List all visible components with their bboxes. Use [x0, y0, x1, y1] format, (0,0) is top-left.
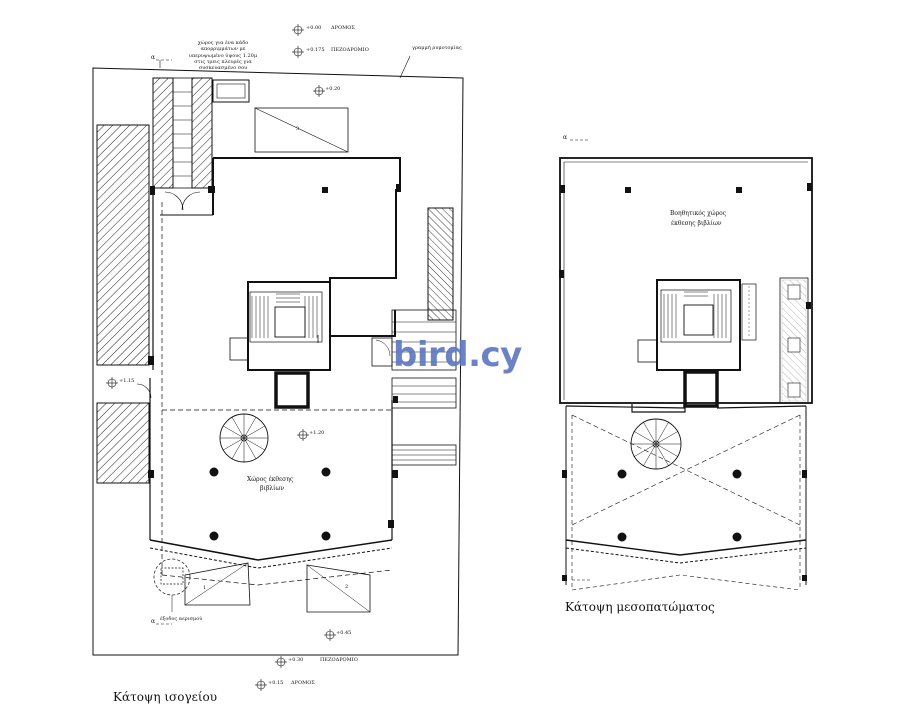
parking-2-label: 2 — [345, 584, 349, 590]
road-label-bottom: ΔΡΟΜΟΣ — [291, 680, 315, 686]
mezzanine-columns — [559, 183, 812, 581]
mezzanine-room-label-1: Βοηθητικός χώρος — [670, 210, 727, 217]
ground-columns — [148, 184, 401, 541]
ventilation-exit-label: έξοδος αερισμού — [160, 616, 203, 622]
hall-label-2: βιβλίων — [260, 485, 284, 492]
sidewalk-label-top: ΠΕΖΟΔΡΟΜΙΟ — [331, 47, 369, 53]
level-markers — [106, 24, 336, 691]
planting-strip-left — [96, 124, 150, 366]
hall-label-1: Χώρος έκθεσης — [247, 476, 294, 483]
ground-floor-plan — [92, 55, 464, 656]
axis-mark-bottom: α — [151, 618, 156, 625]
sidewalk-level-bottom: +0.30 — [288, 657, 304, 663]
road-level-bottom: +0.15 — [268, 680, 284, 686]
parking-1-label: 1 — [203, 585, 207, 591]
level-front: +0.45 — [336, 630, 352, 636]
level-hall: +1.20 — [309, 430, 325, 436]
mezzanine-axis-mark-bottom: α — [563, 574, 568, 581]
building-line-label: γραμμή ρυμοτομίας — [412, 45, 462, 51]
mezzanine-plan — [559, 139, 813, 591]
mezzanine-spiral-staircase — [630, 418, 682, 470]
planting-strip-right — [427, 207, 454, 321]
planting-strip-left-lower — [96, 402, 150, 484]
lift-shaft — [274, 371, 310, 409]
hall-front-glazing — [149, 539, 393, 561]
road-level-top: +0.00 — [306, 25, 322, 31]
level-entrance: +0.20 — [325, 86, 341, 92]
watermark-logo: bird.cy — [393, 335, 522, 375]
parking-3-label: 3 — [296, 126, 300, 132]
road-label-top: ΔΡΟΜΟΣ — [331, 25, 355, 31]
mezzanine-axis-mark-top: α — [563, 134, 568, 141]
sidewalk-label-bottom: ΠΕΖΟΔΡΟΜΙΟ — [320, 657, 358, 663]
ground-floor-caption: Κάτοψη ισογείου — [113, 690, 218, 704]
bin-note: χώρος για ένα κάδο απορριμμάτων με υπερυ… — [188, 40, 258, 71]
sidewalk-level-top: +0.175 — [306, 47, 325, 53]
mezzanine-room-label-2: έκθεσης βιβλίων — [671, 220, 722, 227]
mezzanine-caption: Κάτοψη μεσοπατώματος — [565, 600, 715, 614]
plot-boundary — [92, 67, 464, 656]
level-side: +1.15 — [119, 378, 135, 384]
axis-mark-top: α — [151, 54, 156, 61]
spiral-staircase — [219, 413, 269, 463]
